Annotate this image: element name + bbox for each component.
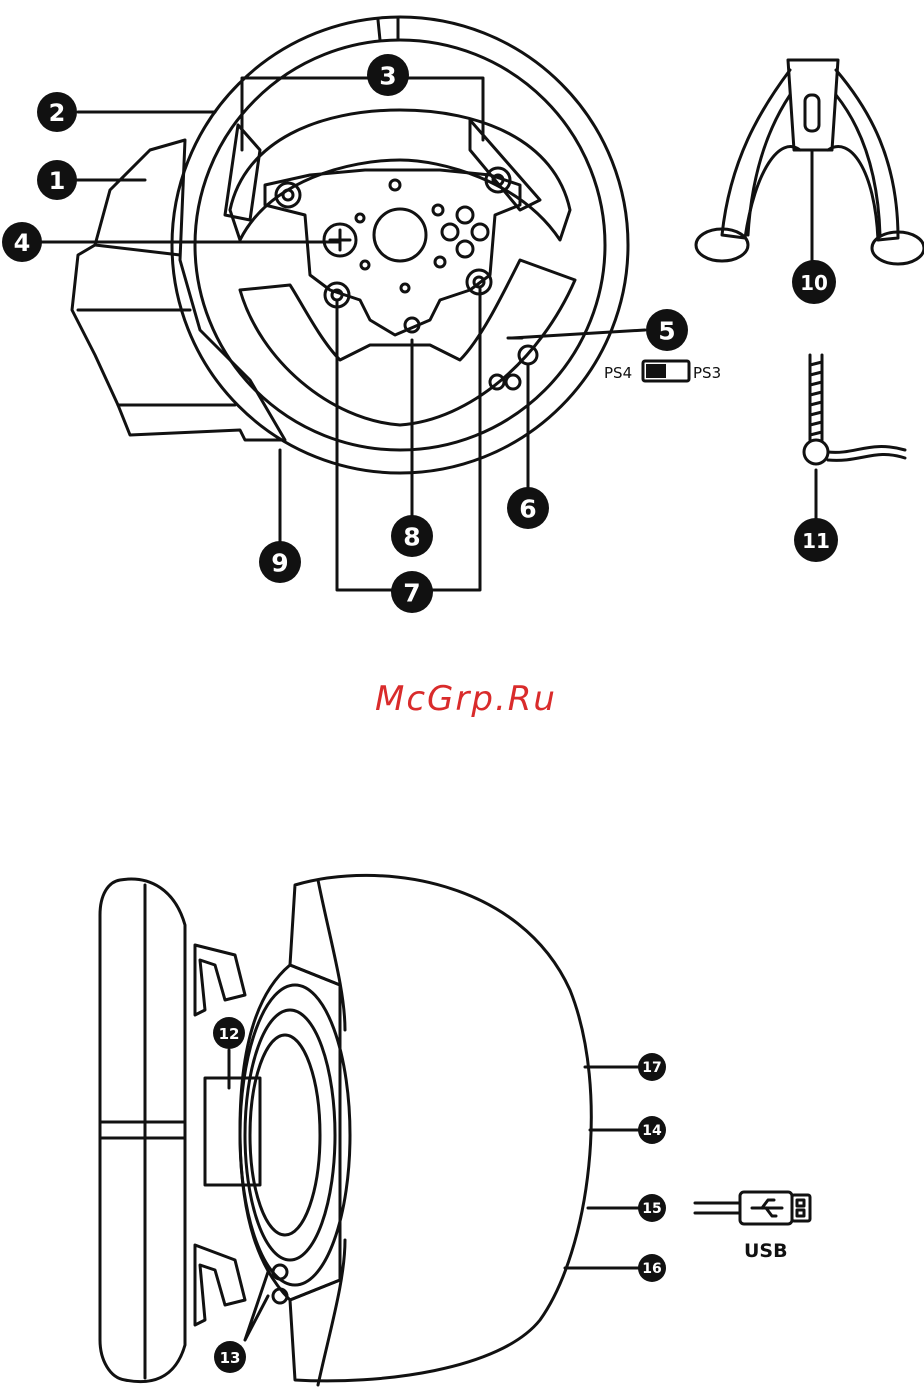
callout-13: 13: [214, 1341, 246, 1373]
svg-text:2: 2: [49, 99, 66, 127]
usb-tip-slot-1: [797, 1200, 804, 1206]
callout-3: 3: [367, 54, 409, 96]
callout-17: 17: [638, 1053, 666, 1081]
callout-15: 15: [638, 1194, 666, 1222]
callout-2: 2: [37, 92, 77, 132]
leader-5: [512, 330, 645, 338]
button-b: [442, 224, 458, 240]
svg-text:1: 1: [49, 167, 66, 195]
small-button-1: [390, 180, 400, 190]
switch-label-ps4: PS4: [604, 364, 632, 382]
side-rim: [100, 879, 185, 1382]
small-button-3: [435, 257, 445, 267]
small-button-6: [401, 284, 409, 292]
small-button-4: [356, 214, 364, 222]
svg-text:14: 14: [642, 1123, 662, 1139]
switch-label-ps3: PS3: [693, 364, 721, 382]
rim-top-marker: [378, 18, 398, 40]
svg-text:6: 6: [519, 495, 536, 524]
callout-8: 8: [391, 515, 433, 557]
callout-4: 4: [2, 222, 42, 262]
watermark: McGrp.Ru: [375, 679, 557, 719]
callout-14: 14: [638, 1116, 666, 1144]
dpad-cross: [330, 230, 350, 250]
side-paddle-top: [195, 945, 245, 1015]
usb-label: USB: [744, 1240, 788, 1262]
svg-text:16: 16: [642, 1261, 661, 1277]
small-button-2: [433, 205, 443, 215]
usb-icon: [752, 1200, 782, 1216]
button-d: [457, 241, 473, 257]
callout-16: 16: [638, 1254, 666, 1282]
svg-text:13: 13: [220, 1349, 241, 1367]
callout-12: 12: [213, 1017, 245, 1049]
platform-switch-knob: [646, 364, 666, 378]
svg-text:3: 3: [379, 62, 396, 91]
paddle-right: [470, 120, 540, 210]
svg-text:12: 12: [219, 1025, 240, 1043]
svg-text:10: 10: [800, 271, 828, 295]
clamp-arm-right: [828, 70, 898, 240]
usb-cable: [695, 1203, 740, 1213]
svg-text:7: 7: [403, 579, 420, 608]
svg-text:9: 9: [271, 549, 288, 578]
svg-text:15: 15: [642, 1201, 661, 1217]
callout-10: 10: [792, 260, 836, 304]
svg-text:5: 5: [658, 317, 675, 346]
callout-5: 5: [646, 309, 688, 351]
small-button-5: [361, 261, 369, 269]
svg-text:17: 17: [642, 1060, 661, 1076]
side-shaft-housing: [240, 965, 340, 1300]
screw-handle: [828, 447, 905, 461]
screw-head: [804, 440, 828, 464]
callout-7: 7: [391, 571, 433, 613]
side-port-top: [273, 1265, 287, 1279]
leader-13: [245, 1272, 268, 1340]
screw-thread: [810, 355, 822, 440]
screw-ribs: [810, 362, 822, 435]
button-a: [457, 207, 473, 223]
callout-1: 1: [37, 160, 77, 200]
svg-text:8: 8: [403, 523, 420, 552]
paddle-screw-left-inner: [283, 190, 293, 200]
clamp-slot: [805, 95, 819, 131]
svg-text:11: 11: [802, 529, 830, 553]
side-led-2: [506, 375, 520, 389]
callout-9: 9: [259, 541, 301, 583]
clamp-top: [788, 60, 838, 150]
button-c: [472, 224, 488, 240]
clamp-arm-right-inner: [836, 95, 880, 235]
side-paddle-bottom: [195, 1245, 245, 1325]
callout-6: 6: [507, 487, 549, 529]
callout-11: 11: [794, 518, 838, 562]
side-rim-band: [100, 1122, 185, 1138]
button-plate: [265, 170, 520, 335]
center-hub: [374, 209, 426, 261]
svg-text:4: 4: [14, 229, 31, 257]
usb-tip-slot-2: [797, 1210, 804, 1216]
